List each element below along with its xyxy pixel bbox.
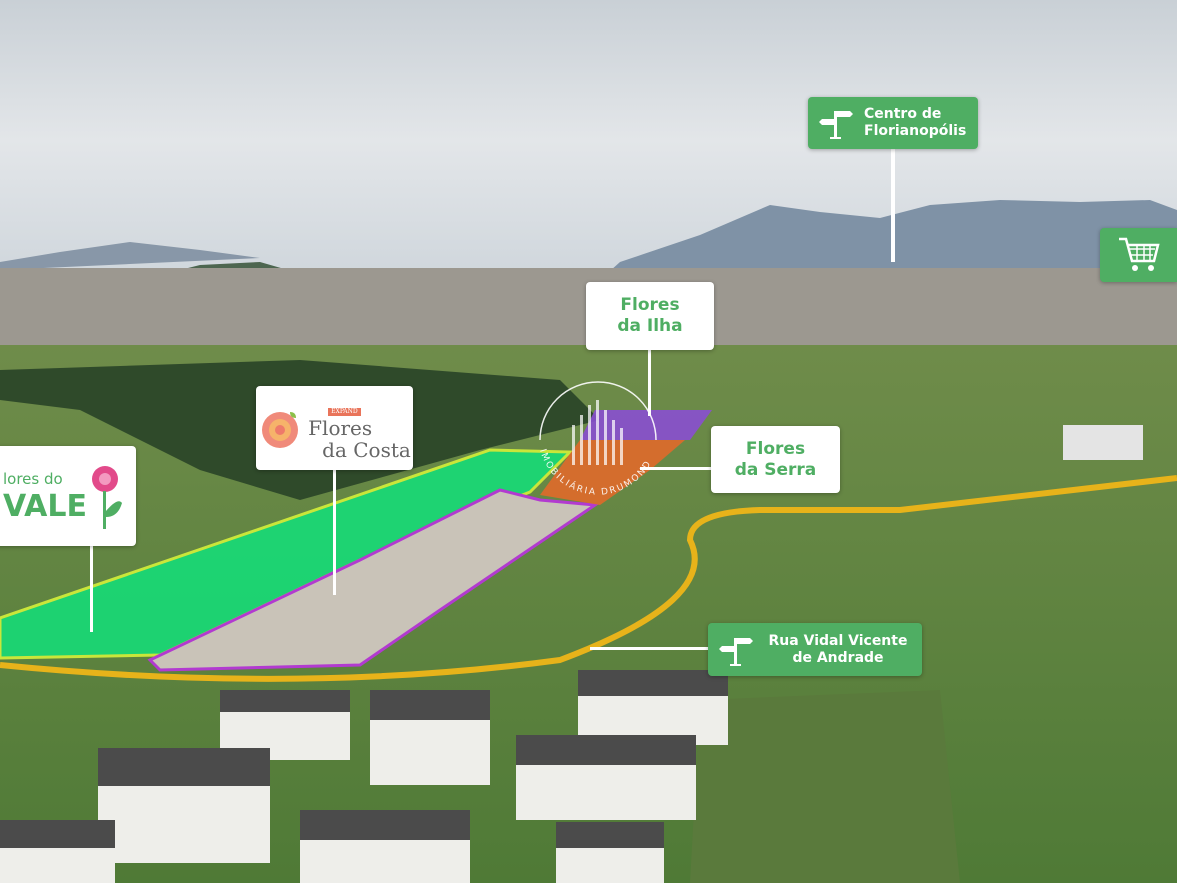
brand-badge: EXPAND [328,408,361,416]
label-flores-do-vale[interactable]: lores do VALE [0,446,136,546]
label-text: Rua Vidal Vicente [768,632,908,649]
signpost-icon [819,111,853,139]
label-text: Flores [745,438,806,459]
pole-rua [590,647,708,650]
road-rua-vidal [0,475,1177,682]
zone-flores-ilha [580,410,712,440]
rose-logo-icon [92,466,122,529]
label-flores-da-costa[interactable]: EXPAND Flores da Costa [256,386,413,470]
mountains [600,200,1177,280]
pole-costa [333,470,336,595]
label-flores-da-serra[interactable]: Flores da Serra [711,426,840,493]
label-text: Florianopólis [864,123,967,139]
rose-logo-icon [262,412,299,448]
label-text: Flores [620,295,680,315]
pole-vale [90,546,93,632]
label-text: lores do [2,469,63,488]
label-shopping[interactable] [1100,228,1177,282]
label-text: Flores [308,416,373,440]
label-text: da Ilha [617,316,683,336]
pole-ilha [648,350,651,416]
label-text: da Costa [322,438,411,462]
zone-construction [147,488,600,672]
shopping-cart-icon [1118,237,1160,271]
label-flores-da-ilha[interactable]: Flores da Ilha [586,282,714,350]
apartment-buildings [0,425,1143,883]
mountains-left [0,242,260,270]
label-text: Centro de [864,106,942,122]
label-text: de Andrade [792,649,884,666]
farm-plots [690,690,960,883]
pole-centro [891,149,895,262]
zone-flores-serra [540,440,685,505]
label-text: da Serra [734,459,817,480]
label-text: VALE [2,488,87,524]
pole-serra [640,467,711,470]
signpost-icon [719,637,753,666]
